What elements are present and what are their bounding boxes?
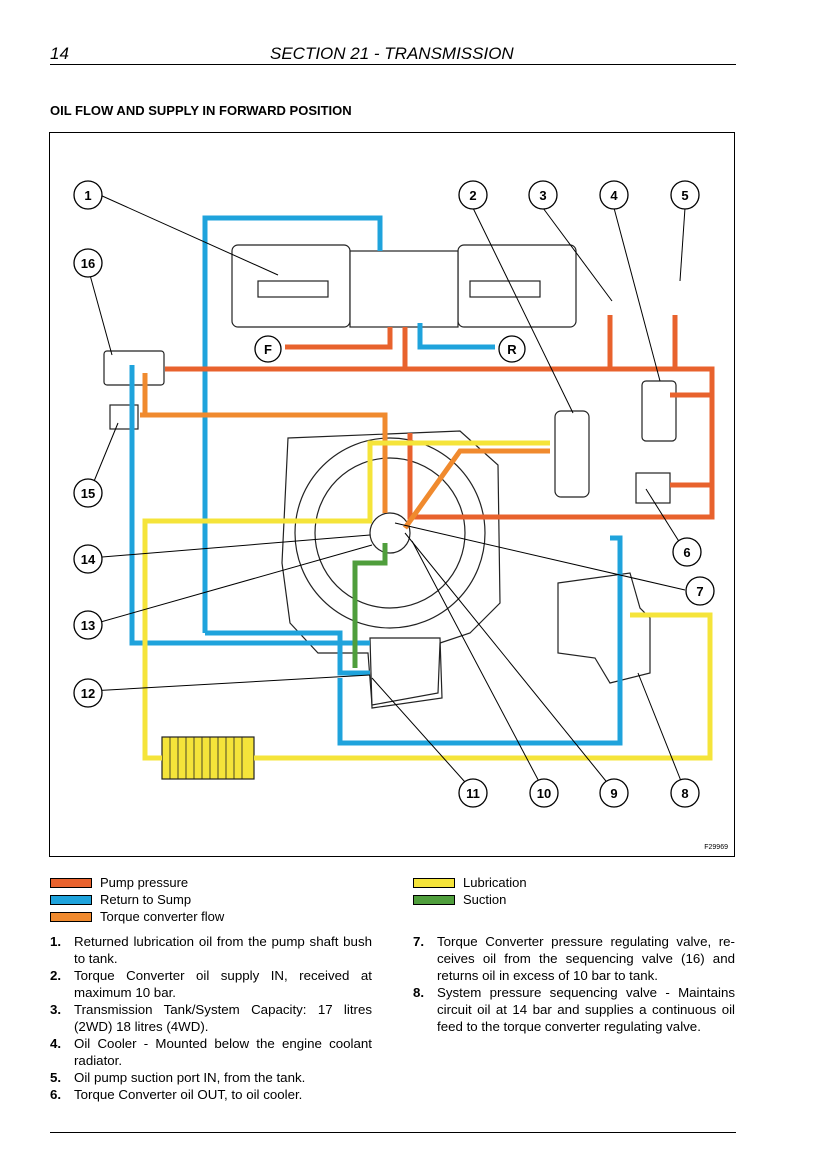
callout-2: 2 (469, 188, 476, 203)
legend-return: Return to Sump (50, 892, 191, 907)
converter-lines (140, 373, 550, 530)
diagram-svg: 1 2 3 4 5 16 15 14 13 12 6 7 8 9 10 11 F… (73, 180, 728, 851)
callout-7: 7 (696, 584, 703, 599)
legend-suction: Suction (413, 892, 506, 907)
note-5: 5.Oil pump suction port IN, from the tan… (50, 1070, 306, 1085)
notes-right: 7.Torque Converter pressure regulating v… (413, 933, 735, 1035)
port-label-f: F (264, 342, 272, 357)
callouts: 1 2 3 4 5 16 15 14 13 12 6 7 8 9 10 11 F… (73, 180, 715, 808)
pump-pressure-lines (165, 315, 715, 520)
port-label-r: R (507, 342, 517, 357)
callout-5: 5 (681, 188, 688, 203)
callout-8: 8 (681, 786, 688, 801)
notes-left: 1.Returned lubrication oil from the pump… (50, 933, 372, 1103)
note-1: 1.Returned lubrication oil from the pump… (50, 934, 372, 966)
legend-lubrication: Lubrication (413, 875, 527, 890)
callout-13: 13 (81, 618, 95, 633)
note-7: 7.Torque Converter pressure regulating v… (413, 934, 735, 983)
suction-lines (352, 543, 388, 668)
callout-6: 6 (683, 545, 690, 560)
shuttle-valve (231, 244, 577, 328)
page-number: 14 (50, 44, 69, 63)
callout-9: 9 (610, 786, 617, 801)
callout-16: 16 (81, 256, 95, 271)
lubrication-lines (142, 440, 713, 761)
callout-15: 15 (81, 486, 95, 501)
note-3: 3.Transmission Tank/System Capacity: 17 … (50, 1002, 372, 1034)
callout-3: 3 (539, 188, 546, 203)
note-8: 8.System pressure sequencing valve - Mai… (413, 985, 735, 1034)
figure-code: F29969 (704, 844, 728, 851)
return-lines (129, 215, 623, 746)
footer-rule (50, 1132, 736, 1133)
note-4: 4.Oil Cooler - Mounted below the engine … (50, 1036, 372, 1068)
header-rule (50, 64, 736, 65)
hydraulic-diagram: 1 2 3 4 5 16 15 14 13 12 6 7 8 9 10 11 F… (49, 132, 735, 857)
callout-14: 14 (81, 552, 96, 567)
legend-pump-pressure: Pump pressure (50, 875, 188, 890)
callout-11: 11 (466, 786, 480, 801)
legend-converter: Torque converter flow (50, 909, 224, 924)
section-title: SECTION 21 - TRANSMISSION (270, 44, 514, 63)
callout-1: 1 (84, 188, 91, 203)
cooler-fins (169, 737, 243, 779)
callout-10: 10 (537, 786, 551, 801)
figure-title: OIL FLOW AND SUPPLY IN FORWARD POSITION (50, 103, 352, 118)
note-2: 2.Torque Converter oil supply IN, receiv… (50, 968, 372, 1000)
note-6: 6.Torque Converter oil OUT, to oil coole… (50, 1087, 303, 1102)
callout-4: 4 (610, 188, 618, 203)
callout-12: 12 (81, 686, 95, 701)
transmission-housing (281, 430, 501, 709)
